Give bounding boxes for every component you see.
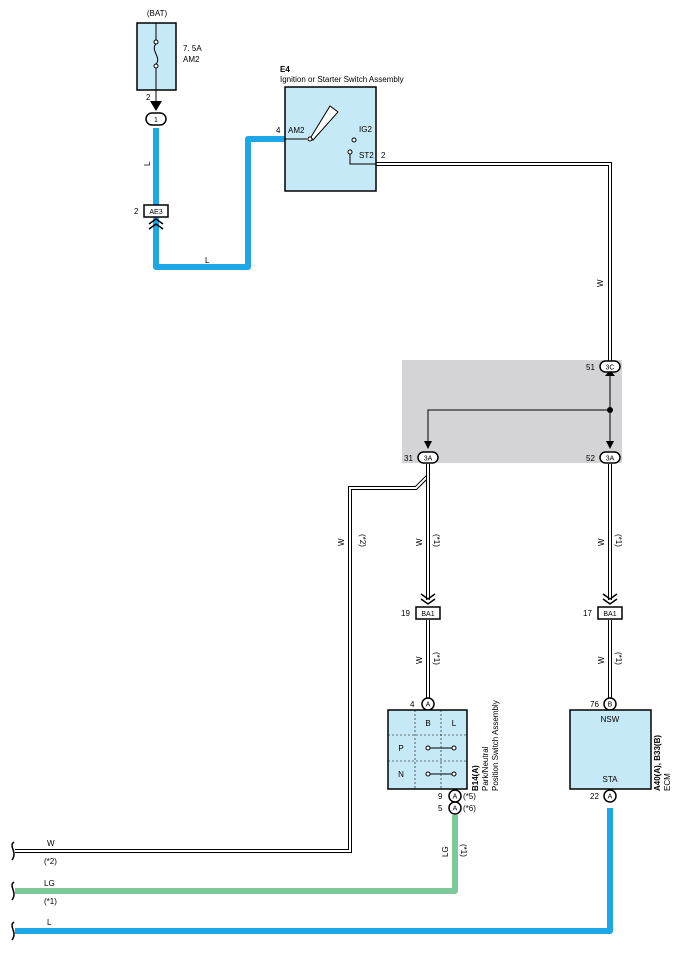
junction-out-left-label: 3A [424,456,433,463]
ignition-pin-st2: ST2 [359,151,374,160]
ignition-switch: E4 Ignition or Starter Switch Assembly 4… [276,65,404,192]
junction-out-left-connector: 31 3A [404,451,439,464]
ecm-name: ECM [663,773,672,791]
junction-out-right-pin: 52 [586,454,595,463]
bottom-wire-lg-note: (*1) [44,897,57,906]
ecm-code: A40(A), B33(B) [653,735,662,791]
connector-1 [145,112,167,126]
ignition-pin-am2-num: 4 [276,126,281,135]
pnp-code: B14(A) [471,765,480,791]
pnp-switch: 4 A B L P N B14(A) Park/Neutral Position… [387,697,500,815]
connector-1-label: 1 [154,117,158,124]
junction-internal-wiring [427,372,611,446]
bottom-wire-w-note: (*2) [44,857,57,866]
wire-mid-color: W [415,538,424,546]
connector-ba1-right-pin: 17 [583,609,592,618]
junction-out-right-connector: 52 3A [586,451,621,464]
connector-ae3-pin: 2 [134,207,139,216]
ignition-switch-name: Ignition or Starter Switch Assembly [280,75,404,84]
wire-st2-color: W [596,279,605,287]
junction-out-right-label: 3A [606,456,615,463]
pnp-pin-9-num: 9 [438,792,443,801]
pnp-pin-5-note: (*6) [463,804,476,813]
wire-ba1-right-note: (*1) [614,652,623,665]
wire-right-note: (*1) [614,534,623,547]
wire-ecm-sta-bottom [15,808,613,934]
fuse: (BAT) 7. 5A AM2 2 1 [136,9,202,126]
wire-ba1-left-note: (*1) [432,652,441,665]
ecm: 76 B NSW STA A40(A), B33(B) ECM 22 A [569,697,672,803]
pnp-pin-5: A [453,806,458,813]
wire-branch-far-w [15,464,430,853]
connector-ba1-left-label: BA1 [421,611,434,618]
wire-pnp-out-color: LG [441,846,450,857]
ignition-pin-ig2: IG2 [359,125,372,134]
ecm-pin-sta-num: 22 [590,792,599,801]
connector-ba1-left: 19 BA1 [401,593,441,620]
wire-mid-note: (*1) [432,534,441,547]
junction-block [402,360,622,463]
ecm-pin-sta: A [608,794,613,801]
connector-ba1-right-label: BA1 [603,611,616,618]
ignition-pin-am2: AM2 [288,126,305,135]
pnp-header-b: B [425,719,430,728]
junction-in-connector: 51 3C [586,360,621,373]
wire-break-mark [11,841,15,861]
pnp-name-line2: Position Switch Assembly [491,700,500,791]
ecm-sta: STA [603,775,619,784]
ecm-pin-nsw-num: 76 [590,700,599,709]
wire-bat-to-switch [153,128,285,270]
fuse-name: AM2 [183,55,200,64]
wire-pnp-lg [15,815,458,894]
connector-ae3: 2 AE3 [134,204,169,230]
battery-label: (BAT) [147,9,168,18]
pnp-pin-top: A [426,702,431,709]
junction-splice-dot [607,407,613,413]
junction-in-label: 3C [606,365,615,372]
pnp-name-line1: Park/Neutral [481,746,490,791]
pnp-pin-9-note: (*5) [463,792,476,801]
wire-ba1-left-color: W [415,656,424,664]
wire-far-note: (*2) [358,534,367,547]
wire-right-color: W [597,538,606,546]
ignition-switch-code: E4 [280,65,290,74]
connector-ae3-label: AE3 [149,209,162,216]
ecm-nsw: NSW [601,715,620,724]
pnp-row-n: N [398,770,404,779]
connector-ba1-left-pin: 19 [401,609,410,618]
wire-break-mark [11,921,15,941]
bottom-wire-lg-color: LG [44,879,55,888]
pnp-pin-top-num: 4 [410,700,415,709]
wire-bat-color: L [143,161,152,166]
wire-far-color: W [337,538,346,546]
wire-ba1-right-color: W [597,656,606,664]
ignition-pin-st2-num: 2 [381,151,386,160]
junction-out-left-pin: 31 [404,454,413,463]
bottom-wire-l: L [11,918,52,941]
fuse-pin: 2 [146,93,151,102]
bottom-wire-w-color: W [47,839,55,848]
connector-ba1-right: 17 BA1 [583,593,623,620]
fuse-rating: 7. 5A [183,44,202,53]
bottom-wire-w: W (*2) [11,839,57,866]
pnp-pin-9: A [453,794,458,801]
wire-break-mark [11,881,15,901]
bottom-wire-l-color: L [47,918,52,927]
junction-in-pin: 51 [586,363,595,372]
wire-pnp-out-note: (*1) [459,844,468,857]
ecm-pin-nsw: B [608,702,613,709]
pnp-row-p: P [398,744,403,753]
junction-arrows [424,370,615,449]
wire-ae3-color: L [205,256,210,265]
bottom-wire-lg: LG (*1) [11,879,57,906]
pnp-pin-5-num: 5 [438,804,443,813]
pnp-header-l: L [452,719,457,728]
wire-st2-w [376,162,612,361]
